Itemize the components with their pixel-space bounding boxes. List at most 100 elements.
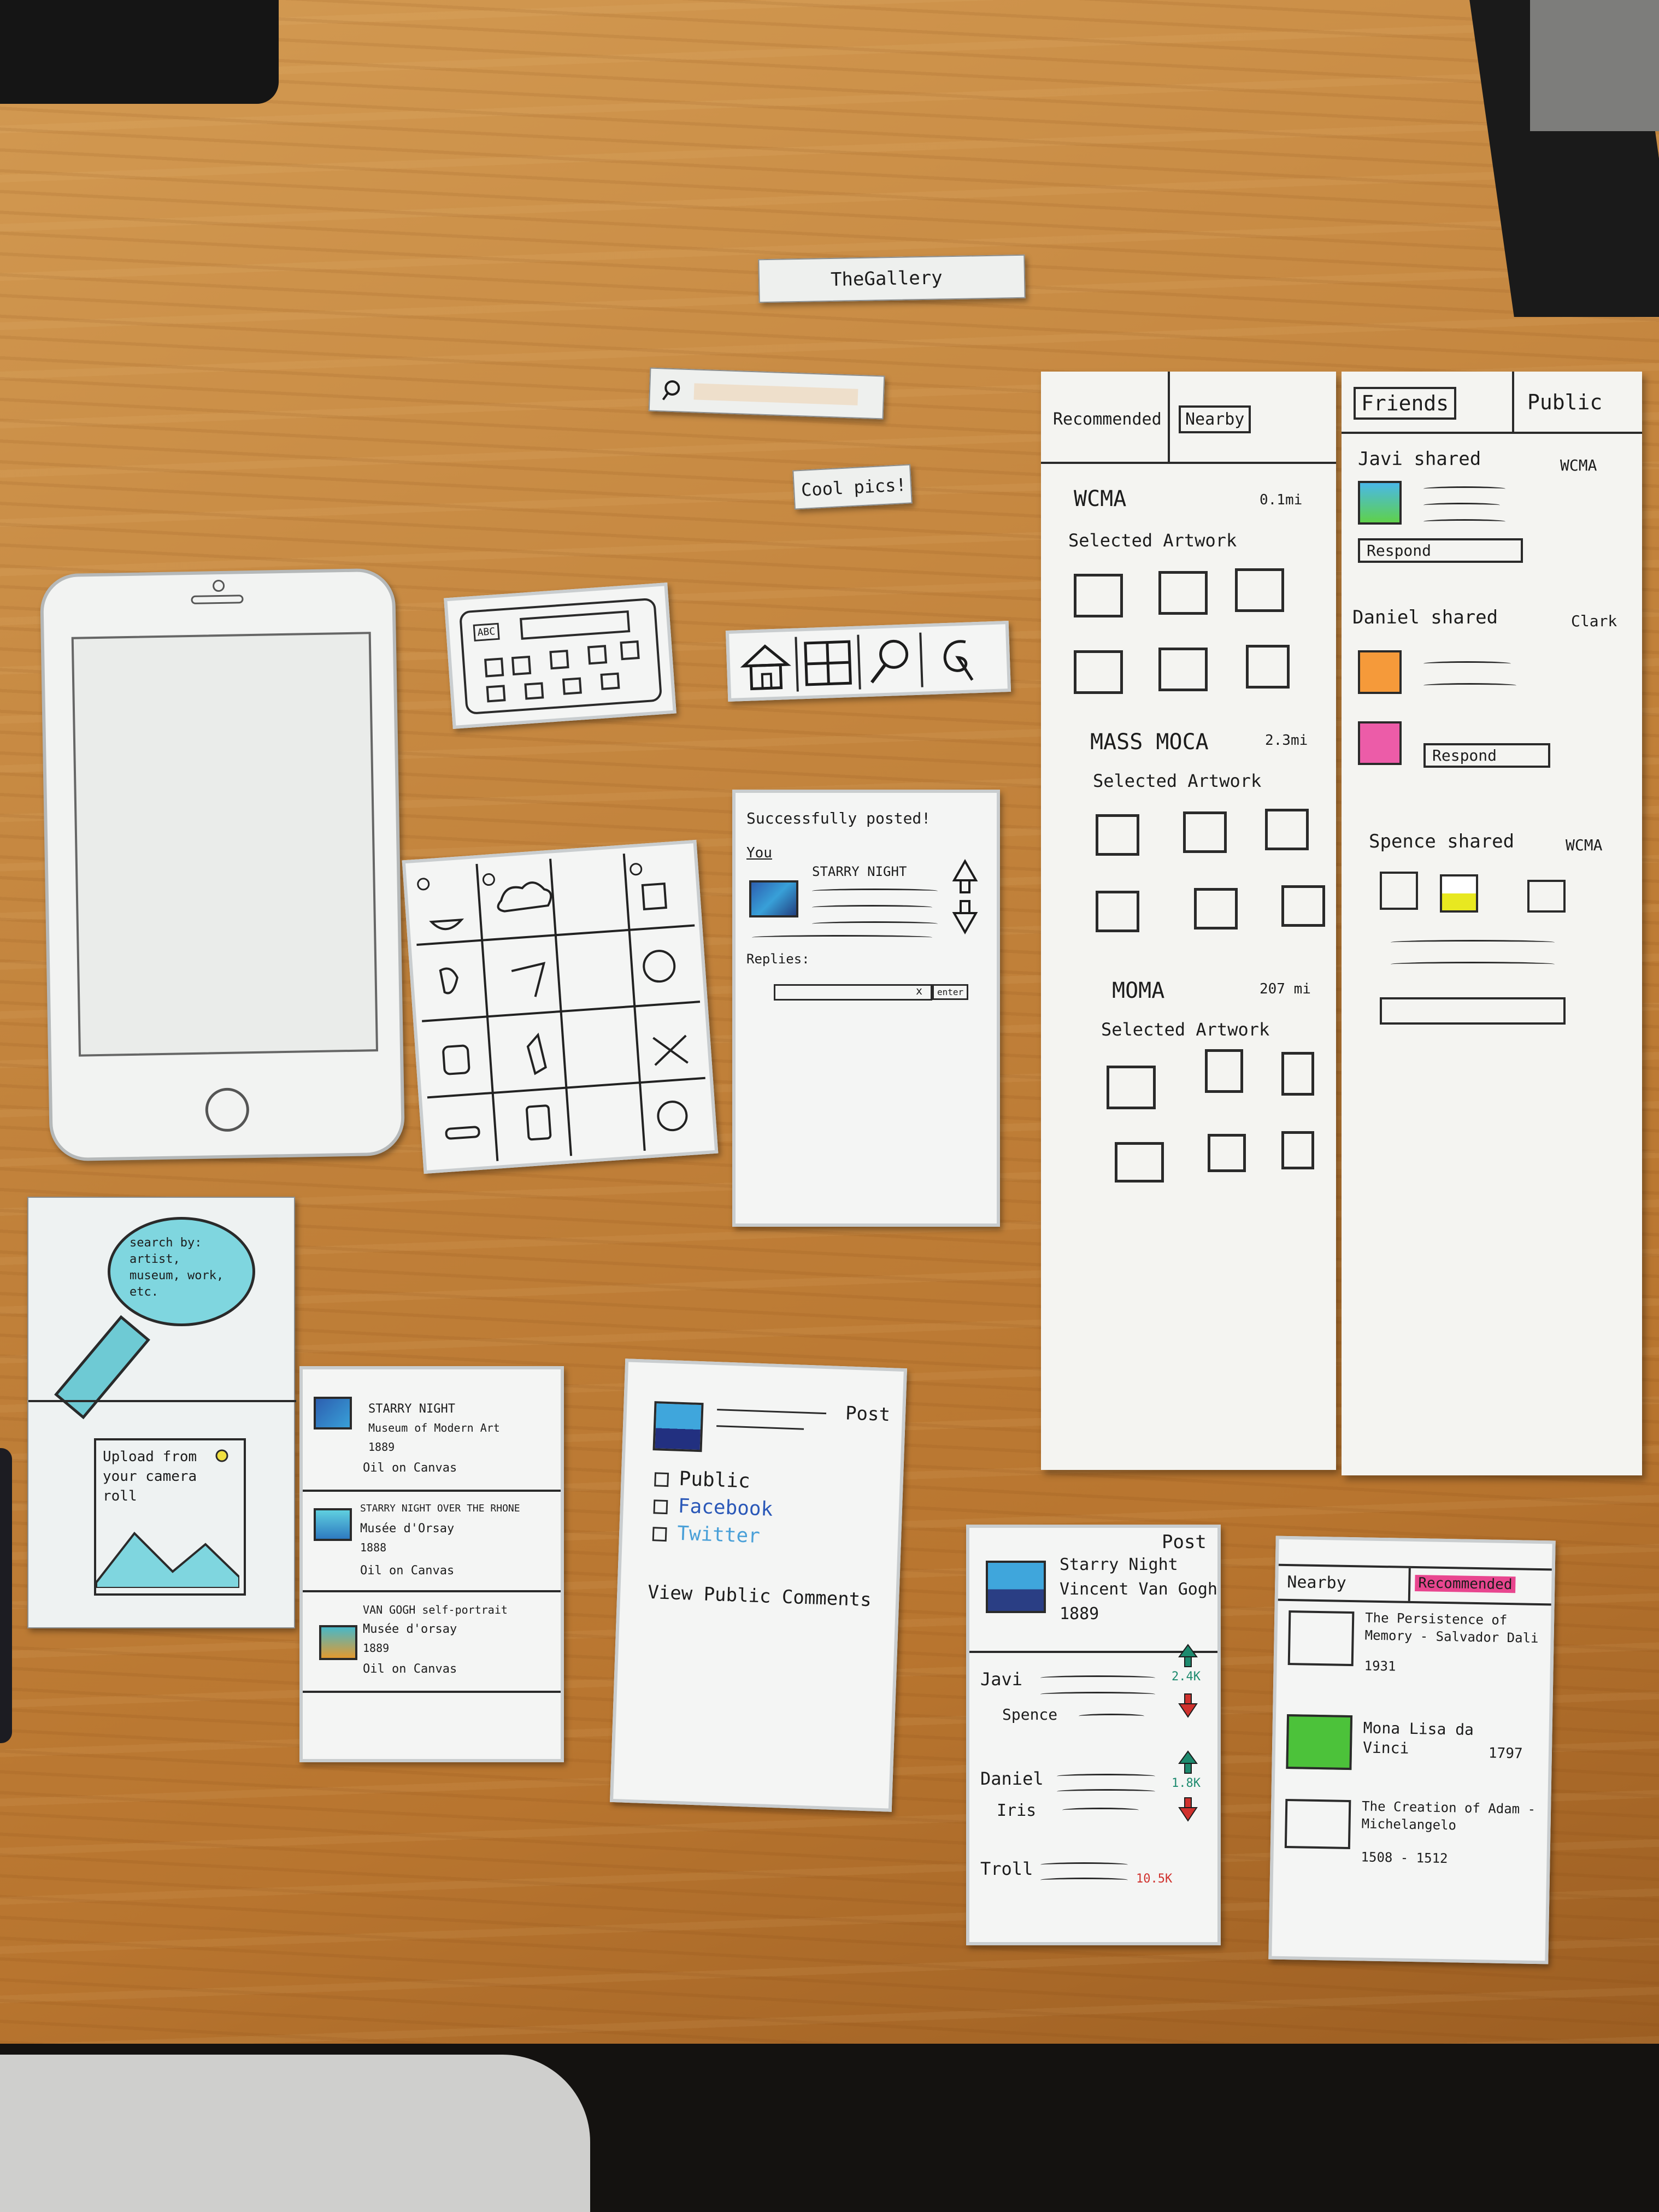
title-strip: TheGallery bbox=[758, 254, 1026, 303]
tab-friends[interactable]: Friends bbox=[1354, 387, 1457, 420]
museum-distance: 0.1mi bbox=[1260, 492, 1303, 508]
reply-input[interactable] bbox=[774, 984, 932, 1001]
comment-author: Javi bbox=[980, 1669, 1023, 1690]
shared-artwork-thumbnail[interactable] bbox=[1358, 721, 1402, 765]
result-place: Musée d'Orsay bbox=[360, 1522, 455, 1536]
search-field[interactable] bbox=[693, 383, 858, 405]
comment-author: Iris bbox=[997, 1801, 1037, 1820]
artwork-thumbnail[interactable] bbox=[1074, 574, 1123, 617]
shared-artwork-thumbnail[interactable] bbox=[1440, 874, 1478, 913]
result-thumbnail bbox=[319, 1625, 357, 1660]
result-place: Musée d'orsay bbox=[363, 1622, 457, 1636]
artwork-thumbnail[interactable] bbox=[1284, 1798, 1351, 1850]
artwork-thumbnail[interactable] bbox=[1096, 814, 1139, 856]
squiggle bbox=[1057, 1774, 1155, 1779]
respond-button[interactable]: Respond bbox=[1423, 743, 1550, 768]
tab-public[interactable]: Public bbox=[1527, 390, 1603, 414]
artwork-thumbnail[interactable] bbox=[1281, 1131, 1314, 1169]
artwork-thumbnail[interactable] bbox=[1287, 1610, 1355, 1667]
vote-count: 10.5K bbox=[1136, 1872, 1173, 1886]
checkbox-facebook[interactable] bbox=[653, 1499, 668, 1515]
artwork-thumbnail[interactable] bbox=[1194, 888, 1238, 929]
comment-input[interactable] bbox=[1380, 997, 1566, 1025]
tab-bar: Recommended Nearby bbox=[1041, 372, 1336, 464]
museum-name[interactable]: MOMA bbox=[1112, 978, 1165, 1003]
vote-count: 2.4K bbox=[1172, 1670, 1201, 1684]
squiggle bbox=[1423, 661, 1511, 666]
post-button[interactable]: Post bbox=[1162, 1531, 1207, 1553]
tab-recommended[interactable]: Recommended bbox=[1415, 1575, 1516, 1593]
museum-name[interactable]: MASS MOCA bbox=[1090, 730, 1209, 755]
mountain-icon bbox=[95, 1522, 240, 1590]
shared-artwork-thumbnail[interactable] bbox=[1527, 880, 1566, 913]
artwork-thumbnail[interactable] bbox=[1235, 568, 1284, 612]
phone-frame bbox=[39, 568, 405, 1162]
search-strip[interactable] bbox=[648, 367, 885, 420]
checkbox-twitter[interactable] bbox=[652, 1527, 667, 1542]
gallery-icon[interactable] bbox=[921, 630, 994, 687]
tab-nearby[interactable]: Nearby bbox=[1287, 1572, 1346, 1593]
artwork-thumbnail[interactable] bbox=[1281, 885, 1325, 927]
key bbox=[484, 657, 504, 678]
downvote-icon[interactable] bbox=[1177, 1692, 1199, 1721]
search-icon[interactable] bbox=[859, 632, 923, 690]
option-twitter[interactable]: Twitter bbox=[676, 1522, 761, 1548]
key bbox=[486, 685, 506, 703]
artwork-thumbnail[interactable] bbox=[1286, 1714, 1353, 1770]
respond-button[interactable]: Respond bbox=[1358, 538, 1523, 563]
post-button[interactable]: Post bbox=[845, 1402, 891, 1426]
artwork-thumbnail[interactable] bbox=[1265, 809, 1309, 850]
upvote-icon[interactable] bbox=[1177, 1643, 1199, 1672]
squiggle bbox=[812, 905, 932, 910]
rec-item-year: 1797 bbox=[1488, 1745, 1523, 1762]
grid-icon[interactable] bbox=[797, 634, 861, 692]
artwork-thumbnail[interactable] bbox=[1074, 650, 1123, 694]
upload-box[interactable]: Upload from your camera roll bbox=[94, 1438, 246, 1596]
result-year: 1888 bbox=[360, 1541, 387, 1554]
success-header: Successfully posted! bbox=[746, 809, 931, 827]
result-row[interactable]: STARRY NIGHT OVER THE RHONE Musée d'Orsa… bbox=[303, 1492, 561, 1592]
vote-arrows[interactable] bbox=[949, 858, 981, 937]
post-author: Daniel shared bbox=[1352, 607, 1498, 628]
search-bubble[interactable]: search by: artist, museum, work, etc. bbox=[108, 1217, 255, 1326]
tab-divider bbox=[1408, 1568, 1411, 1601]
artwork-thumbnail[interactable] bbox=[1096, 891, 1139, 932]
starry-night-thumbnail[interactable] bbox=[749, 880, 798, 917]
artwork-thumbnail[interactable] bbox=[1158, 571, 1208, 615]
laptop-screen-edge bbox=[1530, 0, 1659, 131]
clear-reply-button[interactable]: x bbox=[916, 984, 923, 997]
checkbox-public[interactable] bbox=[654, 1472, 669, 1487]
artwork-thumbnail[interactable] bbox=[1115, 1142, 1164, 1183]
downvote-icon[interactable] bbox=[1177, 1796, 1199, 1825]
tab-bar: Friends Public bbox=[1342, 372, 1642, 434]
enter-button[interactable]: enter bbox=[932, 984, 969, 1000]
artwork-thumbnail[interactable] bbox=[1107, 1066, 1156, 1109]
artwork-thumbnail[interactable] bbox=[1281, 1052, 1314, 1096]
option-public[interactable]: Public bbox=[678, 1467, 751, 1493]
rec-item-title: Mona Lisa da Vinci bbox=[1362, 1719, 1474, 1757]
tab-recommended[interactable]: Recommended bbox=[1053, 410, 1162, 429]
key bbox=[511, 655, 532, 676]
shared-artwork-thumbnail[interactable] bbox=[1358, 481, 1402, 525]
key-label: ABC bbox=[473, 622, 500, 642]
result-row[interactable]: STARRY NIGHT Museum of Modern Art 1889 O… bbox=[303, 1369, 561, 1492]
shared-artwork-thumbnail[interactable] bbox=[1358, 650, 1402, 694]
artwork-thumbnail[interactable] bbox=[1183, 811, 1227, 853]
artwork-thumbnail[interactable] bbox=[1208, 1134, 1246, 1172]
view-public-comments-link[interactable]: View Public Comments bbox=[647, 1581, 872, 1611]
search-upload-card: search by: artist, museum, work, etc. Up… bbox=[27, 1197, 296, 1628]
artwork-thumbnail[interactable] bbox=[1205, 1049, 1243, 1093]
tab-nearby[interactable]: Nearby bbox=[1179, 405, 1251, 433]
rec-item-title: The Persistence of Memory - Salvador Dal… bbox=[1364, 1610, 1539, 1646]
option-facebook[interactable]: Facebook bbox=[678, 1495, 773, 1521]
key bbox=[562, 677, 582, 695]
artwork-thumbnail[interactable] bbox=[1246, 645, 1290, 689]
search-icon bbox=[661, 376, 689, 407]
artwork-thumbnail[interactable] bbox=[1158, 648, 1208, 691]
home-icon[interactable] bbox=[734, 637, 799, 694]
museum-name[interactable]: WCMA bbox=[1074, 486, 1127, 511]
feed-scroll: Friends Public Javi shared WCMA Respond … bbox=[1342, 372, 1642, 1475]
upvote-icon[interactable] bbox=[1177, 1749, 1199, 1779]
result-row[interactable]: VAN GOGH self-portrait Musée d'orsay 188… bbox=[303, 1592, 561, 1693]
shared-artwork-thumbnail[interactable] bbox=[1380, 872, 1418, 910]
